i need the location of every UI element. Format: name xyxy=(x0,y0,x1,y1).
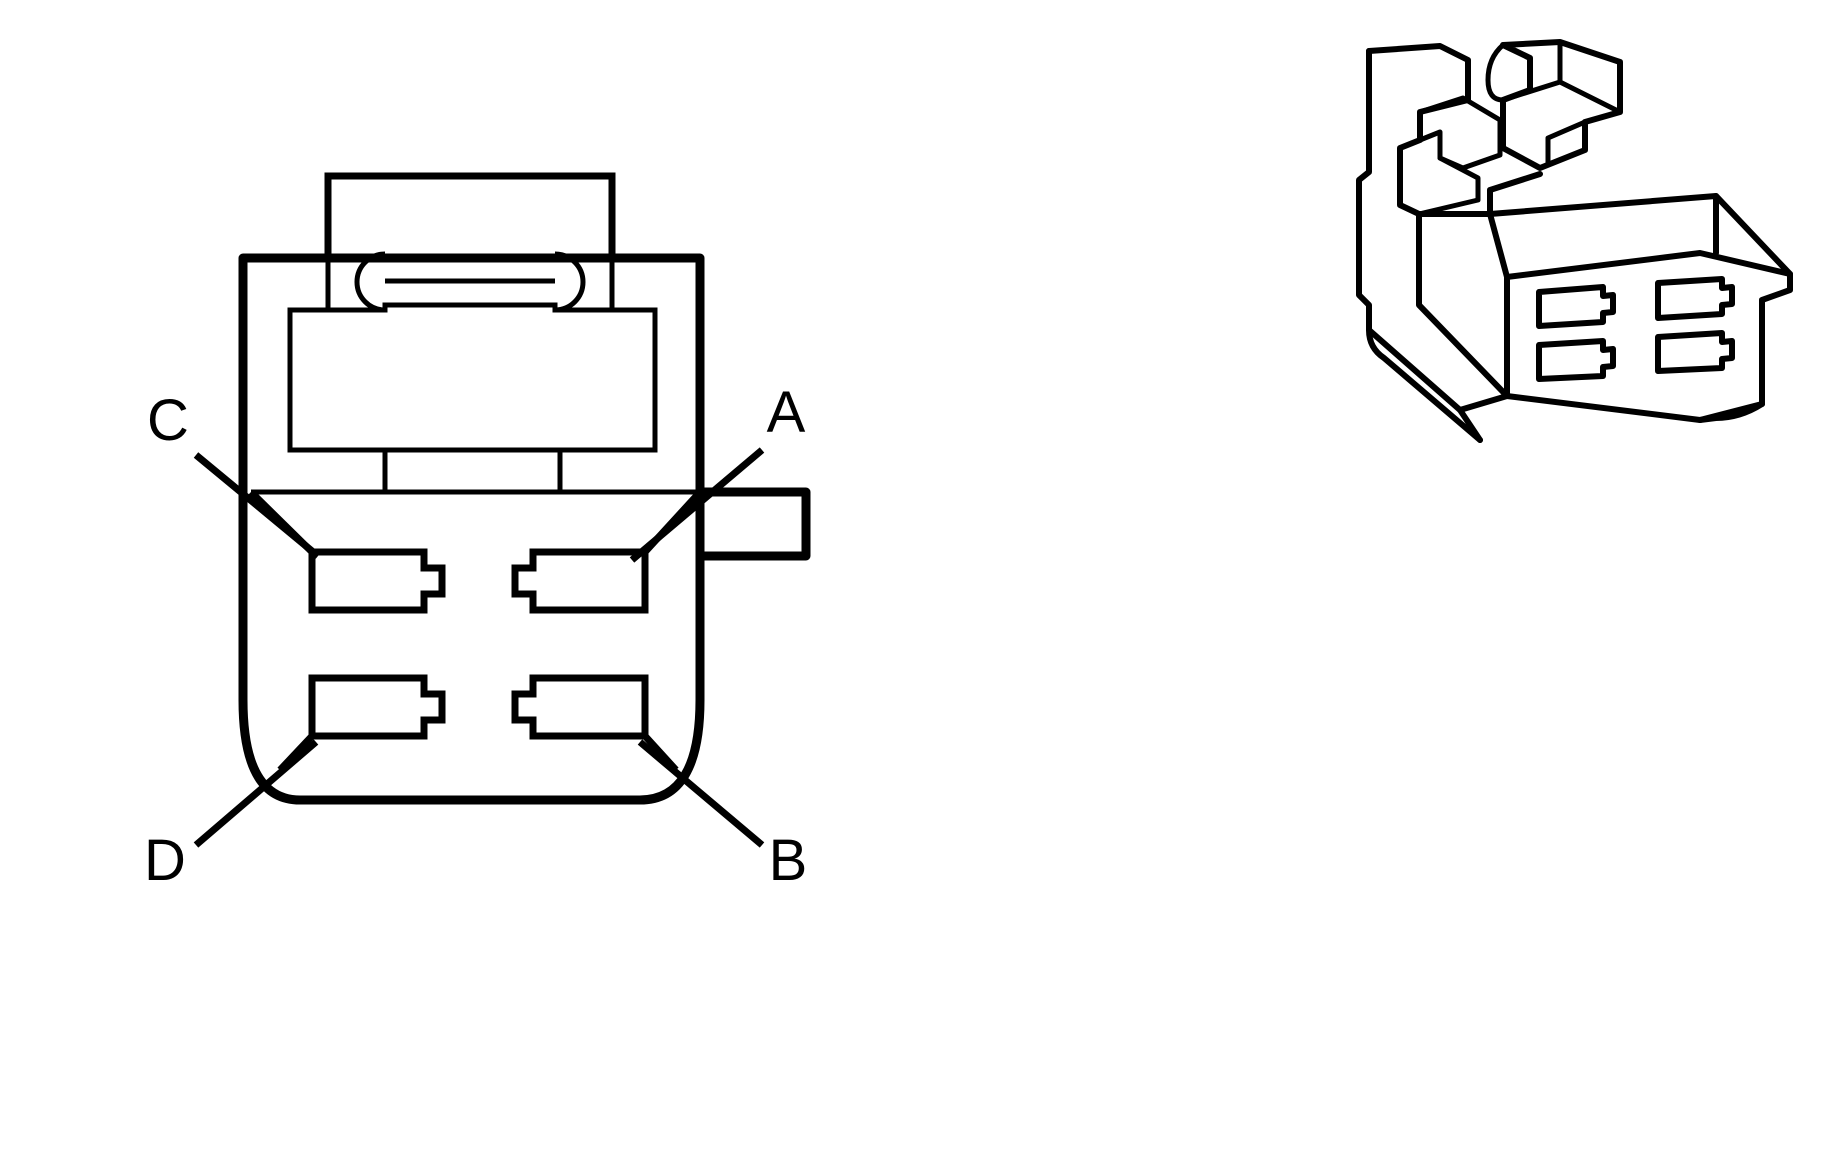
callout-c-label: C xyxy=(147,388,189,453)
cavity-upper-right[interactable] xyxy=(511,548,649,614)
iso-cavity-lower-left[interactable] xyxy=(1536,338,1616,382)
callout-a: A xyxy=(629,380,806,563)
iso-top-recess xyxy=(1417,95,1503,171)
callout-c-leader xyxy=(193,452,321,559)
callout-d: D xyxy=(144,739,319,893)
cavity-lower-right[interactable] xyxy=(511,674,649,740)
iso-body-bottom-skirt-2 xyxy=(1457,407,1483,443)
iso-cavity-lower-right[interactable] xyxy=(1655,330,1735,374)
callout-a-label: A xyxy=(767,380,806,445)
latch-ear xyxy=(695,487,811,561)
iso-body-mid-edge xyxy=(1487,211,1510,280)
iso-cavity-upper-right[interactable] xyxy=(1655,276,1735,321)
iso-body-bottom-skirt xyxy=(1366,327,1483,443)
iso-body-side-panel xyxy=(1416,211,1510,399)
callout-b-leader xyxy=(637,739,765,848)
iso-front-face-plate xyxy=(1504,250,1793,423)
iso-latch-arm xyxy=(1500,39,1623,171)
iso-body-top-deck xyxy=(1366,43,1543,217)
inner-recess-rectangle xyxy=(287,302,658,453)
cavity-lower-left[interactable] xyxy=(308,674,446,740)
locking-tab-top-block xyxy=(324,172,616,258)
iso-latch-step xyxy=(1545,119,1588,168)
iso-cavity-upper-left[interactable] xyxy=(1536,284,1616,329)
callout-b-label: B xyxy=(769,828,808,893)
isometric-view xyxy=(1356,39,1793,443)
iso-latch-arm-top-facet xyxy=(1500,79,1623,115)
iso-face-right-corner xyxy=(1697,401,1765,423)
callout-d-leader xyxy=(193,739,319,848)
connector-body-outline xyxy=(238,253,705,805)
callout-a-leader xyxy=(629,447,765,563)
callout-d-label: D xyxy=(144,828,186,893)
cavity-upper-left[interactable] xyxy=(308,548,446,614)
iso-latch-rounded-end xyxy=(1485,42,1506,103)
callout-b: B xyxy=(637,739,808,893)
inner-ledge xyxy=(382,450,563,495)
callout-c: C xyxy=(147,388,321,559)
iso-top-recess-inner xyxy=(1416,155,1481,217)
iso-body-left-face xyxy=(1356,48,1510,413)
callouts-group: C A D B xyxy=(144,380,807,893)
